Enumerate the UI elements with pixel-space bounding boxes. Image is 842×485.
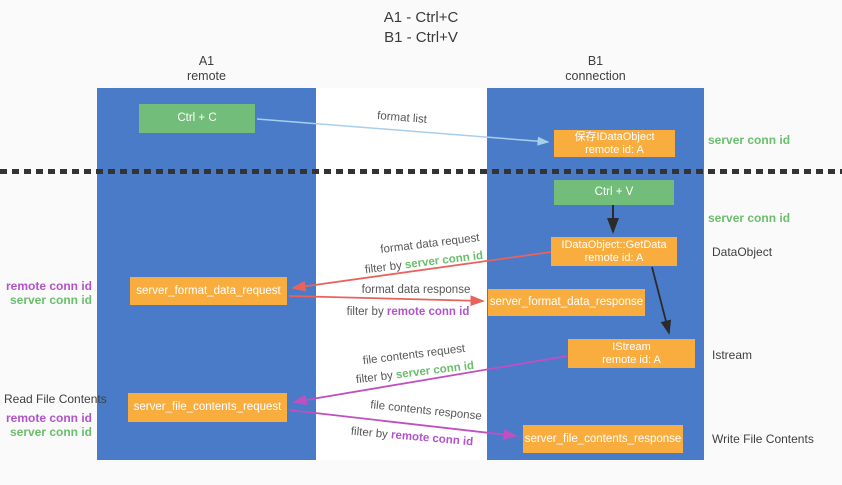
save-dataobject-node: 保存IDataObject remote id: A <box>554 130 675 157</box>
istream-annotation: Istream <box>712 348 753 362</box>
server-file-contents-response-node: server_file_contents_response <box>523 425 683 453</box>
left-file-remote-conn-id: remote conn id <box>5 411 92 425</box>
title-line-1: A1 - Ctrl+C <box>383 9 459 26</box>
ctrl-v-node: Ctrl + V <box>554 180 674 205</box>
getdata-line1: IDataObject::GetData <box>561 238 667 251</box>
header-a1: A1 remote <box>97 54 316 84</box>
getdata-node: IDataObject::GetData remote id: A <box>551 237 677 266</box>
remote-conn-id-text: remote conn id <box>386 306 470 318</box>
header-b1-role: connection <box>565 69 626 83</box>
server-file-contents-response-label: server_file_contents_response <box>524 432 682 445</box>
save-dataobject-line1: 保存IDataObject <box>574 130 655 143</box>
diagram-title: A1 - Ctrl+C B1 - Ctrl+V <box>0 8 842 48</box>
server-file-contents-request-node: server_file_contents_request <box>128 393 287 422</box>
save-dataobject-line2: remote id: A <box>585 143 644 156</box>
dataobject-annotation: DataObject <box>712 245 773 259</box>
ctrl-v-label: Ctrl + V <box>594 186 634 198</box>
left-file-server-conn-id: server conn id <box>9 425 92 439</box>
file-contents-response-arrow <box>288 409 518 440</box>
ctrl-c-label: Ctrl + C <box>177 112 217 124</box>
format-data-response-filter-label: filter by remote conn id <box>347 306 470 318</box>
server-format-data-response-node: server_format_data_response <box>488 289 645 316</box>
phase-separator-dotted-line <box>0 169 842 174</box>
write-file-contents-annotation: Write File Contents <box>712 432 814 446</box>
server-format-data-request-label: server_format_data_request <box>136 284 281 297</box>
right-server-conn-id-top: server conn id <box>708 133 791 147</box>
server-format-data-response-label: server_format_data_response <box>489 296 644 308</box>
getdata-line2: remote id: A <box>584 251 644 264</box>
header-b1: B1 connection <box>487 54 704 84</box>
istream-node: IStream remote id: A <box>568 339 695 368</box>
filter-by-text: filter by <box>346 306 384 318</box>
format-data-request-arrow <box>291 251 552 292</box>
header-a1-name: A1 <box>198 54 215 68</box>
left-format-remote-conn-id: remote conn id <box>5 279 92 293</box>
format-list-arrow <box>256 118 550 146</box>
ctrl-c-node: Ctrl + C <box>139 104 255 133</box>
read-file-contents-annotation: Read File Contents <box>4 392 107 406</box>
istream-line1: IStream <box>612 340 651 353</box>
istream-line2: remote id: A <box>602 353 661 366</box>
title-line-2: B1 - Ctrl+V <box>384 29 458 46</box>
getdata-to-istream-arrow <box>651 266 672 335</box>
format-data-response-arrow <box>288 295 485 307</box>
right-server-conn-id-mid: server conn id <box>708 211 791 225</box>
server-file-contents-request-label: server_file_contents_request <box>133 401 282 413</box>
header-a1-role: remote <box>187 69 226 83</box>
header-b1-name: B1 <box>587 54 604 68</box>
format-data-response-label: format data response <box>361 284 471 296</box>
message-lane-background <box>316 88 487 460</box>
file-contents-request-arrow <box>292 355 568 406</box>
server-format-data-request-node: server_format_data_request <box>130 277 287 305</box>
left-format-server-conn-id: server conn id <box>9 293 92 307</box>
